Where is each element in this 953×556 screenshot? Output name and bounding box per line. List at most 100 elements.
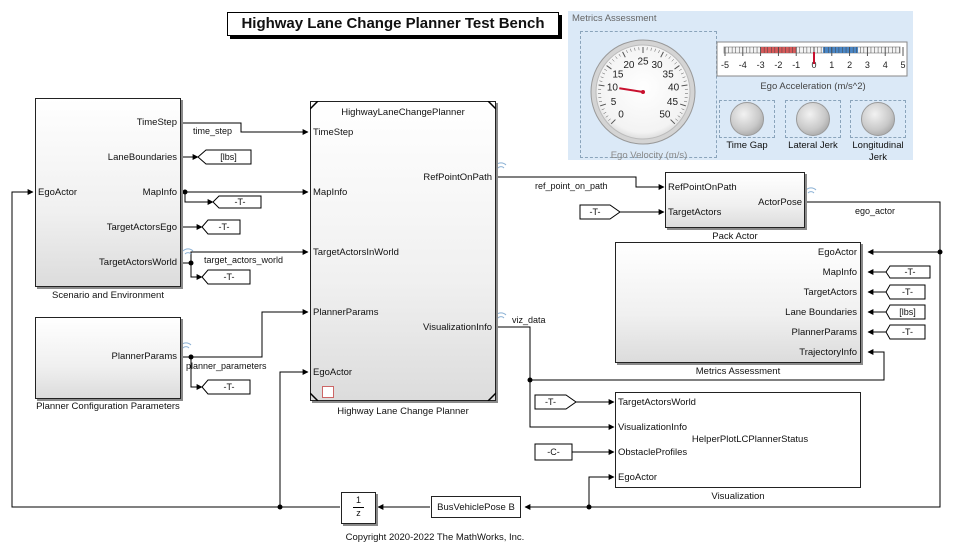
velocity-tick-label: 50 — [659, 109, 671, 120]
signal-ego-actor: ego_actor — [855, 206, 896, 216]
acceleration-tick-label: 1 — [829, 60, 834, 70]
port-metrics-ego-actor: EgoActor — [817, 247, 857, 258]
mapinfo-tag-label: -T- — [234, 197, 246, 207]
velocity-tick — [681, 84, 688, 87]
from-tag-metrics-mapinfo — [885, 265, 931, 279]
target-actors-world-tag-label: -T- — [223, 272, 235, 282]
velocity-needle — [619, 87, 644, 93]
velocity-tick — [634, 47, 636, 51]
bus-vehicle-pose-block[interactable] — [431, 496, 521, 518]
velocity-tick — [671, 59, 674, 62]
velocity-gauge-frame[interactable] — [580, 31, 717, 158]
metrics-planner-params-tag-label: -T- — [902, 327, 913, 337]
scenario-block-name: Scenario and Environment — [52, 290, 164, 301]
velocity-tick — [675, 118, 678, 121]
velocity-tick — [603, 112, 607, 114]
port-vis-ego-actor: EgoActor — [618, 472, 658, 483]
longitudinal-jerk-lamp-icon[interactable] — [861, 102, 895, 136]
velocity-tick — [609, 62, 612, 65]
planner-corner-marks — [310, 101, 496, 401]
visualization-from-tag-label: -T- — [545, 397, 556, 407]
target-actors-world-goto-tag — [201, 269, 251, 285]
velocity-tick — [677, 115, 681, 118]
pack-actor-from-tag-label: -T- — [589, 207, 601, 217]
unit-delay-denominator: z — [356, 508, 361, 518]
port-planner-mapinfo: MapInfo — [313, 187, 348, 198]
port-planner-ego-actor: EgoActor — [313, 367, 353, 378]
port-mapinfo: MapInfo — [142, 187, 177, 198]
velocity-tick — [618, 53, 621, 57]
velocity-tick — [683, 100, 687, 103]
velocity-tick — [605, 115, 609, 118]
port-vis-obstacle-profiles: ObstacleProfiles — [618, 447, 688, 458]
port-planner-params-in: PlannerParams — [313, 307, 379, 318]
visualization-block[interactable] — [615, 392, 861, 488]
port-pack-ref-point: RefPointOnPath — [668, 182, 737, 193]
longitudinal-jerk-lamp-frame[interactable] — [850, 100, 906, 138]
velocity-tick — [612, 59, 615, 62]
metrics-assessment-block[interactable] — [615, 242, 861, 363]
from-tag-metrics-planner-params — [885, 324, 926, 340]
signal-planner-parameters: planner_parameters — [186, 361, 267, 371]
copyright-text: Copyright 2020-2022 The MathWorks, Inc. — [345, 532, 525, 543]
velocity-tick-label: 5 — [611, 97, 617, 108]
acceleration-tick-label: 4 — [883, 60, 888, 70]
velocity-tick — [600, 76, 604, 79]
from-tag-metrics-target-actors — [885, 284, 926, 300]
velocity-tick — [650, 47, 652, 51]
time-gap-lamp-frame[interactable] — [719, 100, 775, 138]
target-actors-ego-goto-tag — [201, 219, 241, 235]
highway-lane-change-planner-block[interactable] — [310, 101, 496, 401]
time-gap-lamp-icon[interactable] — [730, 102, 764, 136]
port-vis-target-actors-world: TargetActorsWorld — [618, 397, 696, 408]
planner-config-block[interactable] — [35, 317, 181, 399]
acceleration-tick-label: 0 — [811, 60, 816, 70]
dashboard-label: Metrics Assessment — [572, 13, 657, 24]
velocity-tick-label: 35 — [663, 69, 675, 80]
velocity-tick-label: 10 — [607, 83, 619, 94]
port-target-actors-ego: TargetActorsEgo — [106, 222, 177, 233]
velocity-tick — [600, 103, 607, 107]
velocity-tick — [654, 48, 656, 52]
velocity-tick — [680, 72, 684, 75]
acceleration-tick-label: -3 — [757, 60, 765, 70]
velocity-tick — [608, 118, 611, 121]
velocity-tick — [606, 65, 612, 70]
acceleration-tick-label: -1 — [792, 60, 800, 70]
port-planner-viz-info: VisualizationInfo — [422, 322, 492, 333]
port-metrics-trajectory-info: TrajectoryInfo — [799, 347, 857, 358]
port-timestep: TimeStep — [136, 117, 177, 128]
unit-delay-numerator: 1 — [355, 495, 361, 505]
velocity-tick — [679, 112, 683, 114]
velocity-tick — [674, 65, 680, 70]
velocity-tick — [599, 80, 603, 82]
lateral-jerk-lamp-icon[interactable] — [796, 102, 830, 136]
port-metrics-mapinfo: MapInfo — [822, 267, 857, 278]
velocity-tick-label: 15 — [612, 69, 624, 80]
time-gap-label: Time Gap — [726, 140, 768, 151]
velocity-tick — [679, 103, 686, 107]
velocity-label: Ego Velocity (m/s) — [610, 150, 688, 161]
acceleration-tick-label: 3 — [865, 60, 870, 70]
acceleration-tick-label: -4 — [739, 60, 747, 70]
port-planner-ref-point: RefPointOnPath — [423, 172, 492, 183]
from-tag-pack-actor — [579, 204, 621, 220]
unit-delay-block[interactable] — [341, 492, 376, 524]
port-planner-params-out: PlannerParams — [111, 351, 177, 362]
lateral-jerk-lamp-frame[interactable] — [785, 100, 841, 138]
port-vis-viz-info: VisualizationInfo — [618, 422, 688, 433]
mapinfo-goto-tag — [212, 195, 262, 209]
velocity-tick — [683, 80, 687, 82]
velocity-tick-label: 25 — [637, 57, 649, 68]
scenario-environment-block[interactable] — [35, 98, 181, 287]
pack-actor-block[interactable] — [665, 172, 805, 228]
velocity-tick — [610, 119, 616, 125]
pack-actor-block-name: Pack Actor — [712, 231, 758, 242]
port-planner-timestep: TimeStep — [313, 127, 354, 138]
port-metrics-lane-boundaries: Lane Boundaries — [785, 307, 857, 318]
acceleration-tick-label: -5 — [721, 60, 729, 70]
port-metrics-planner-params: PlannerParams — [791, 327, 857, 338]
